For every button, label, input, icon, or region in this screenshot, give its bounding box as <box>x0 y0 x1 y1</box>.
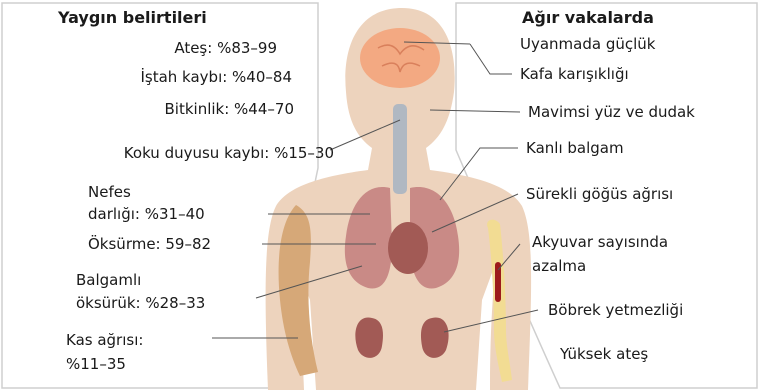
severe-low-wbc-line1: Akyuvar sayısında <box>532 232 668 252</box>
common-symptoms-heading: Yaygın belirtileri <box>58 8 207 28</box>
symptom-muscle-pain-line2: %11–35 <box>66 354 126 374</box>
symptom-smell-loss: Koku duyusu kaybı: %15–30 <box>124 143 334 163</box>
severe-high-fever: Yüksek ateş <box>560 344 648 364</box>
severe-confusion: Kafa karışıklığı <box>520 64 629 84</box>
left-kidney <box>355 317 383 357</box>
severe-symptoms-heading: Ağır vakalarda <box>522 8 654 28</box>
symptom-cough: Öksürme: 59–82 <box>88 234 211 254</box>
severe-kidney-failure: Böbrek yetmezliği <box>548 300 683 320</box>
severe-bluish-face: Mavimsi yüz ve dudak <box>528 102 695 122</box>
severe-waking-difficulty: Uyanmada güçlük <box>520 34 655 54</box>
symptom-breath-line1: Nefes <box>88 182 131 202</box>
severe-low-wbc-line2: azalma <box>532 256 586 276</box>
symptom-fever: Ateş: %83–99 <box>174 38 277 58</box>
right-kidney <box>421 317 449 357</box>
symptom-fatigue: Bitkinlik: %44–70 <box>165 99 294 119</box>
heart <box>388 222 428 274</box>
symptom-sputum-line2: öksürük: %28–33 <box>76 293 205 313</box>
symptom-appetite-loss: İştah kaybı: %40–84 <box>140 67 292 87</box>
severe-bloody-sputum: Kanlı balgam <box>526 138 624 158</box>
severe-chest-pain: Sürekli göğüs ağrısı <box>526 184 673 204</box>
symptom-sputum-line1: Balgamlı <box>76 270 141 290</box>
symptom-muscle-pain-line1: Kas ağrısı: <box>66 330 143 350</box>
symptom-breath-line2: darlığı: %31–40 <box>88 204 205 224</box>
brain <box>360 28 440 88</box>
trachea <box>393 104 407 194</box>
